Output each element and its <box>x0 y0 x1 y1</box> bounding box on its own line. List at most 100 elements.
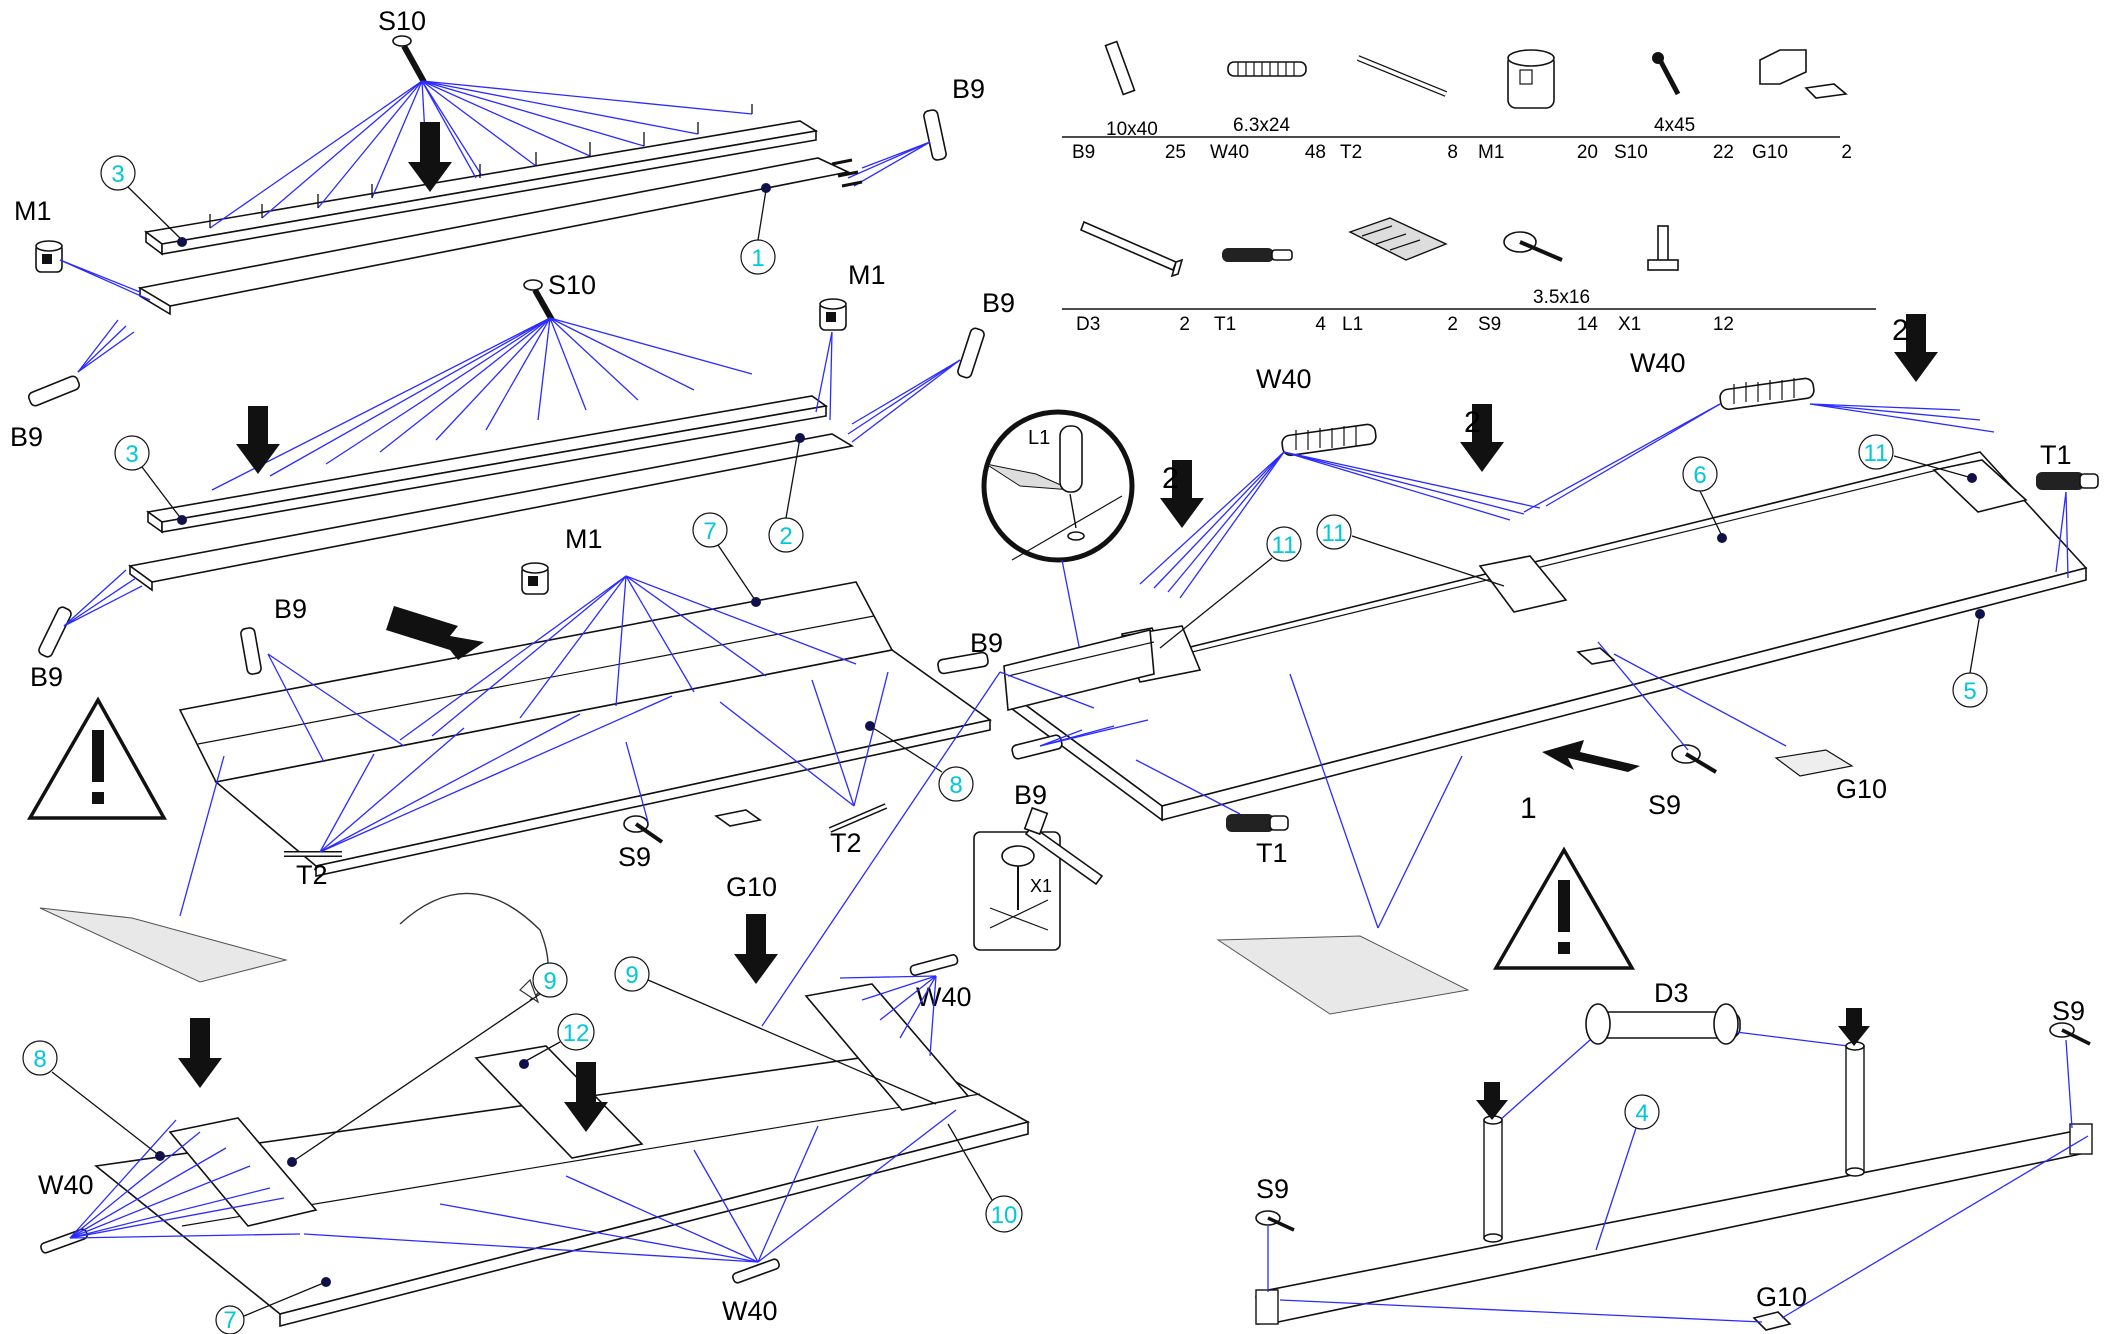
callout-8-center: 8 <box>865 721 974 802</box>
svg-text:S10: S10 <box>1614 142 1648 163</box>
callout-11a: 11 <box>1159 526 1302 649</box>
svg-text:W40: W40 <box>1630 348 1686 378</box>
screw-s9-rail-left <box>1255 1210 1295 1232</box>
svg-text:L1: L1 <box>1342 314 1363 335</box>
svg-text:X1: X1 <box>1618 314 1641 335</box>
callout-3-top: 3 <box>100 155 187 247</box>
part-d3: D3 2 <box>1076 220 1190 335</box>
callout-11c: 11 <box>1858 434 1977 483</box>
part-m1: M1 20 <box>1478 49 1598 163</box>
svg-text:4x45: 4x45 <box>1654 115 1695 136</box>
svg-text:6: 6 <box>1693 462 1706 489</box>
cam-m1-left <box>35 240 63 273</box>
svg-text:G10: G10 <box>1752 142 1788 163</box>
svg-text:2: 2 <box>1162 462 1179 495</box>
callout-11b: 11 <box>1316 514 1505 587</box>
dowel-b9-join-2 <box>937 651 989 675</box>
dowel-b9-left <box>27 375 81 407</box>
svg-text:S9: S9 <box>2052 996 2085 1026</box>
svg-text:11: 11 <box>1864 440 1889 467</box>
part-t2: T2 8 <box>1340 55 1458 163</box>
screw-s10-mid <box>523 279 555 322</box>
screw-s9-rail-right <box>2049 1022 2091 1046</box>
svg-text:G10: G10 <box>1756 1282 1807 1312</box>
svg-text:B9: B9 <box>274 594 307 624</box>
svg-text:2: 2 <box>1892 314 1909 347</box>
down-arrow-icon <box>734 914 778 984</box>
left-arrow-icon <box>1542 740 1640 772</box>
svg-text:T1: T1 <box>1256 838 1288 868</box>
detail-nail: X1 <box>973 806 1104 951</box>
panel-sheet-icon <box>1216 935 1470 1015</box>
callout-9b: 9 <box>614 956 937 1105</box>
part-b9: 10x40 B9 25 <box>1072 40 1186 163</box>
svg-text:12: 12 <box>1713 314 1734 335</box>
bracket-icon <box>1752 1311 1792 1331</box>
screw-s9-center <box>623 815 664 844</box>
svg-text:L1: L1 <box>1028 427 1050 449</box>
svg-text:W40: W40 <box>1256 364 1312 394</box>
callout-6: 6 <box>1682 456 1727 543</box>
part-g10: G10 2 <box>1752 49 1852 163</box>
assembly-step-bottom: G10 W40 W40 W40 <box>22 671 1031 1334</box>
svg-text:20: 20 <box>1577 142 1598 163</box>
svg-text:3: 3 <box>111 161 124 188</box>
svg-text:M1: M1 <box>565 524 603 554</box>
panel-sheet-icon <box>39 907 288 983</box>
hanger-rod-d3 <box>1585 1003 1741 1045</box>
svg-text:9: 9 <box>543 968 556 995</box>
svg-text:M1: M1 <box>1478 142 1504 163</box>
callout-5: 5 <box>1952 609 1988 708</box>
svg-text:2: 2 <box>1464 406 1481 439</box>
detail-glue: L1 <box>981 409 1135 703</box>
screw-s9-right <box>1671 744 1718 774</box>
svg-text:3.5x16: 3.5x16 <box>1533 287 1590 308</box>
connector-t1-bottom <box>1226 814 1289 832</box>
label-s10: S10 <box>378 6 426 36</box>
part-l1: L1 2 <box>1342 217 1458 335</box>
part-x1: X1 12 <box>1618 225 1734 335</box>
svg-text:W40: W40 <box>916 982 972 1012</box>
svg-text:W40: W40 <box>38 1170 94 1200</box>
svg-text:D3: D3 <box>1076 314 1100 335</box>
callout-1: 1 <box>740 183 776 275</box>
svg-text:4: 4 <box>1315 314 1326 335</box>
svg-text:B9: B9 <box>970 628 1003 658</box>
assembly-step-third: M1 B9 T2 S9 <box>26 512 992 983</box>
svg-text:7: 7 <box>223 1307 236 1334</box>
svg-text:8: 8 <box>1447 142 1458 163</box>
dowel-b9-mid <box>957 327 985 379</box>
callout-4: 4 <box>1595 1094 1660 1251</box>
part-qty: 48 <box>1305 142 1326 163</box>
part-w40: 6.3x24 W40 48 <box>1210 61 1326 163</box>
svg-text:B9: B9 <box>982 288 1015 318</box>
svg-text:B9: B9 <box>10 422 43 452</box>
warning-icon <box>26 696 167 820</box>
callout-8-bottom: 8 <box>22 1040 165 1161</box>
svg-text:22: 22 <box>1713 142 1734 163</box>
warning-icon <box>1492 846 1636 970</box>
svg-text:T1: T1 <box>2040 440 2072 470</box>
callout-12: 12 <box>519 1013 595 1069</box>
svg-text:S9: S9 <box>1256 1174 1289 1204</box>
svg-text:2: 2 <box>1179 314 1190 335</box>
svg-text:M1: M1 <box>848 260 886 290</box>
svg-text:2: 2 <box>1447 314 1458 335</box>
svg-text:9: 9 <box>625 962 638 989</box>
svg-text:1: 1 <box>1520 792 1537 825</box>
part-size: 10x40 <box>1106 119 1158 140</box>
svg-text:11: 11 <box>1322 520 1347 547</box>
down-arrow-icon <box>408 122 452 192</box>
part-code: B9 <box>1072 142 1095 163</box>
rail-support-right <box>1838 1008 1870 1177</box>
part-s10: 4x45 S10 22 <box>1614 52 1734 163</box>
bracket-icon <box>714 809 762 827</box>
assembly-step-second: S10 M1 B9 <box>30 260 1015 692</box>
svg-text:10: 10 <box>991 1202 1018 1229</box>
screw-w40-right <box>909 954 959 976</box>
screw-s10-top <box>392 35 427 84</box>
dowel-b9-center <box>240 627 262 675</box>
svg-text:T2: T2 <box>830 828 862 858</box>
part-s9: 3.5x16 S9 14 <box>1478 231 1598 335</box>
svg-text:1: 1 <box>751 245 764 272</box>
